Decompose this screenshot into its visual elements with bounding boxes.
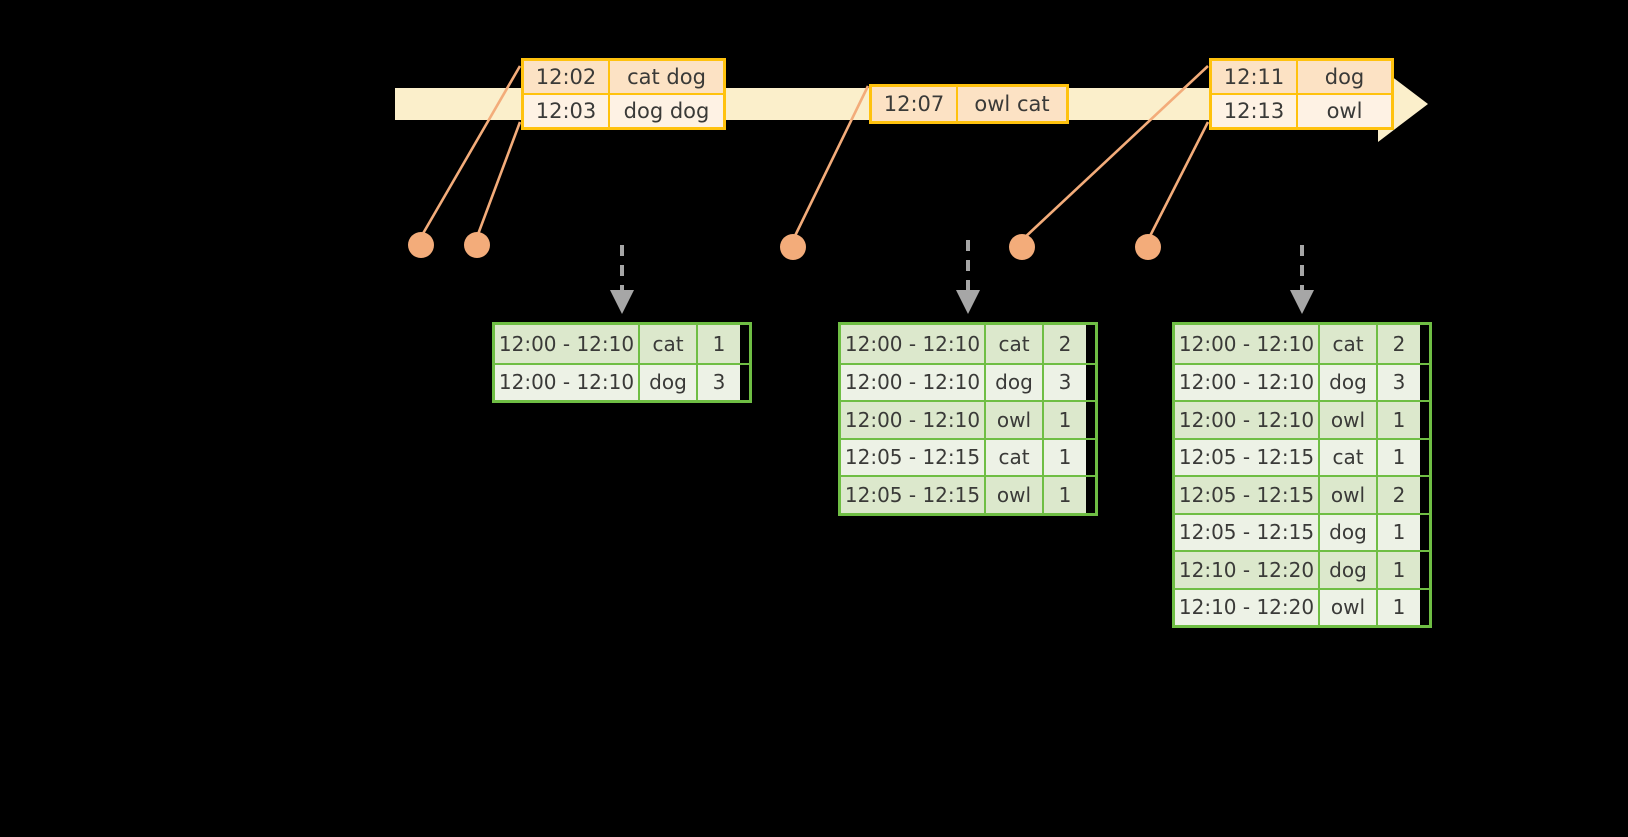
count-cell: 1 — [1044, 439, 1086, 475]
key-cell: cat — [640, 325, 698, 363]
key-cell: owl — [1320, 589, 1378, 625]
window-cell: 12:10 - 12:20 — [1175, 552, 1320, 588]
window-cell: 12:00 - 12:10 — [1175, 364, 1320, 400]
window-cell: 12:00 - 12:10 — [1175, 402, 1320, 438]
connector-1213 — [1146, 121, 1210, 241]
window-cell: 12:00 - 12:10 — [841, 364, 986, 400]
result-table-1: 12:00 - 12:10 cat 1 12:00 - 12:10 dog 3 — [492, 322, 752, 403]
key-cell: dog — [1320, 552, 1378, 588]
window-cell: 12:10 - 12:20 — [1175, 589, 1320, 625]
table-row: 12:05 - 12:15 owl 2 — [1175, 475, 1429, 513]
table-row: 12:00 - 12:10 owl 1 — [1175, 400, 1429, 438]
event-words: owl cat — [958, 87, 1066, 121]
event-time: 12:07 — [872, 87, 958, 121]
event-box-1: 12:02 cat dog 12:03 dog dog — [521, 58, 726, 130]
event-words: dog dog — [610, 95, 723, 127]
event-dot-1202 — [408, 232, 434, 258]
window-cell: 12:00 - 12:10 — [495, 364, 640, 400]
count-cell: 3 — [1378, 364, 1420, 400]
table-row: 12:00 - 12:10 cat 1 — [495, 325, 749, 363]
count-cell: 1 — [1378, 402, 1420, 438]
window-cell: 12:00 - 12:10 — [841, 325, 986, 363]
table-row: 12:05 - 12:15 cat 1 — [1175, 437, 1429, 475]
count-cell: 2 — [1044, 325, 1086, 363]
event-dot-1203 — [464, 232, 490, 258]
event-dot-1213 — [1135, 234, 1161, 260]
count-cell: 2 — [1378, 477, 1420, 513]
connector-1207 — [791, 85, 870, 241]
key-cell: dog — [986, 364, 1044, 400]
result-table-2: 12:00 - 12:10 cat 2 12:00 - 12:10 dog 3 … — [838, 322, 1098, 516]
event-words: cat dog — [610, 61, 723, 93]
key-cell: owl — [986, 477, 1044, 513]
key-cell: dog — [1320, 364, 1378, 400]
key-cell: dog — [640, 364, 698, 400]
connector-1202 — [419, 65, 522, 238]
table-row: 12:10 - 12:20 owl 1 — [1175, 587, 1429, 625]
key-cell: owl — [1320, 402, 1378, 438]
key-cell: owl — [986, 402, 1044, 438]
emit-arrowhead-2 — [956, 290, 980, 314]
event-row: 12:07 owl cat — [872, 87, 1066, 121]
event-time: 12:13 — [1212, 95, 1298, 127]
table-row: 12:10 - 12:20 dog 1 — [1175, 550, 1429, 588]
count-cell: 2 — [1378, 325, 1420, 363]
event-box-3: 12:11 dog 12:13 owl — [1209, 58, 1394, 130]
key-cell: dog — [1320, 514, 1378, 550]
event-row: 12:11 dog — [1212, 61, 1391, 93]
emit-arrowhead-3 — [1290, 290, 1314, 314]
window-cell: 12:00 - 12:10 — [495, 325, 640, 363]
table-row: 12:05 - 12:15 owl 1 — [841, 475, 1095, 513]
key-cell: cat — [1320, 325, 1378, 363]
window-cell: 12:05 - 12:15 — [841, 477, 986, 513]
count-cell: 1 — [1044, 402, 1086, 438]
result-table-3: 12:00 - 12:10 cat 2 12:00 - 12:10 dog 3 … — [1172, 322, 1432, 628]
event-time: 12:11 — [1212, 61, 1298, 93]
count-cell: 3 — [1044, 364, 1086, 400]
event-dot-1211 — [1009, 234, 1035, 260]
event-time: 12:03 — [524, 95, 610, 127]
key-cell: cat — [1320, 439, 1378, 475]
table-row: 12:00 - 12:10 cat 2 — [1175, 325, 1429, 363]
table-row: 12:00 - 12:10 cat 2 — [841, 325, 1095, 363]
table-row: 12:00 - 12:10 dog 3 — [495, 362, 749, 400]
event-row: 12:02 cat dog — [524, 61, 723, 93]
emit-arrowheads — [610, 290, 1314, 314]
event-words: owl — [1298, 95, 1391, 127]
window-cell: 12:05 - 12:15 — [1175, 439, 1320, 475]
count-cell: 1 — [1378, 589, 1420, 625]
count-cell: 1 — [1378, 514, 1420, 550]
event-box-2: 12:07 owl cat — [869, 84, 1069, 124]
window-cell: 12:05 - 12:15 — [841, 439, 986, 475]
table-row: 12:00 - 12:10 dog 3 — [1175, 362, 1429, 400]
window-cell: 12:05 - 12:15 — [1175, 514, 1320, 550]
count-cell: 3 — [698, 364, 740, 400]
event-row: 12:13 owl — [1212, 93, 1391, 127]
count-cell: 1 — [1044, 477, 1086, 513]
emit-arrowhead-1 — [610, 290, 634, 314]
key-cell: cat — [986, 325, 1044, 363]
window-cell: 12:00 - 12:10 — [1175, 325, 1320, 363]
connector-1203 — [475, 121, 522, 238]
window-cell: 12:05 - 12:15 — [1175, 477, 1320, 513]
emit-arrows — [620, 240, 1304, 290]
key-cell: cat — [986, 439, 1044, 475]
count-cell: 1 — [1378, 552, 1420, 588]
event-time: 12:02 — [524, 61, 610, 93]
table-row: 12:05 - 12:15 dog 1 — [1175, 512, 1429, 550]
key-cell: owl — [1320, 477, 1378, 513]
event-words: dog — [1298, 61, 1391, 93]
count-cell: 1 — [698, 325, 740, 363]
count-cell: 1 — [1378, 439, 1420, 475]
window-cell: 12:00 - 12:10 — [841, 402, 986, 438]
table-row: 12:00 - 12:10 owl 1 — [841, 400, 1095, 438]
event-dot-1207 — [780, 234, 806, 260]
table-row: 12:00 - 12:10 dog 3 — [841, 362, 1095, 400]
table-row: 12:05 - 12:15 cat 1 — [841, 437, 1095, 475]
event-row: 12:03 dog dog — [524, 93, 723, 127]
